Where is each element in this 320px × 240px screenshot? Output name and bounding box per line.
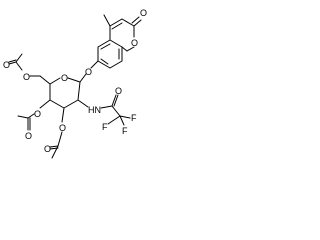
atom-o-acetyl-c4-carbonyl: O [25, 131, 32, 141]
atom-o-acetyl-c3-carbonyl: O [44, 144, 51, 154]
atom-f-3: F [122, 126, 128, 136]
atom-f-2: F [102, 122, 108, 132]
atom-o-lactone-carbonyl: O [140, 8, 147, 18]
c3-acetoxy [49, 107, 65, 159]
atom-o-acetoxy-c3: O [59, 123, 66, 133]
c4-acetoxy [17, 99, 51, 131]
coumarin-core [79, 14, 142, 83]
atom-o-aryl-ether: O [85, 67, 92, 77]
atom-o-acetoxy-c4: O [34, 109, 41, 119]
atom-o-amide-carbonyl: O [115, 86, 122, 96]
atom-nh-amide: HN [88, 105, 101, 115]
sugar-ring [49, 77, 81, 109]
atom-o-sugar-ring: O [61, 73, 68, 83]
structure-diagram: O O O O O O O O O O HN O F F F [0, 0, 161, 190]
atom-o-acetoxy-c6: O [23, 72, 30, 82]
c6-acetoxy [8, 53, 51, 85]
atom-o-acetyl-c6-carbonyl: O [3, 60, 10, 70]
molecule-svg: O O O O O O O O O O HN O F F F [3, 8, 147, 159]
atom-o-lactone-ring: O [131, 38, 138, 48]
atom-f-1: F [131, 113, 137, 123]
c2-trifluoroacetamide [77, 94, 131, 126]
